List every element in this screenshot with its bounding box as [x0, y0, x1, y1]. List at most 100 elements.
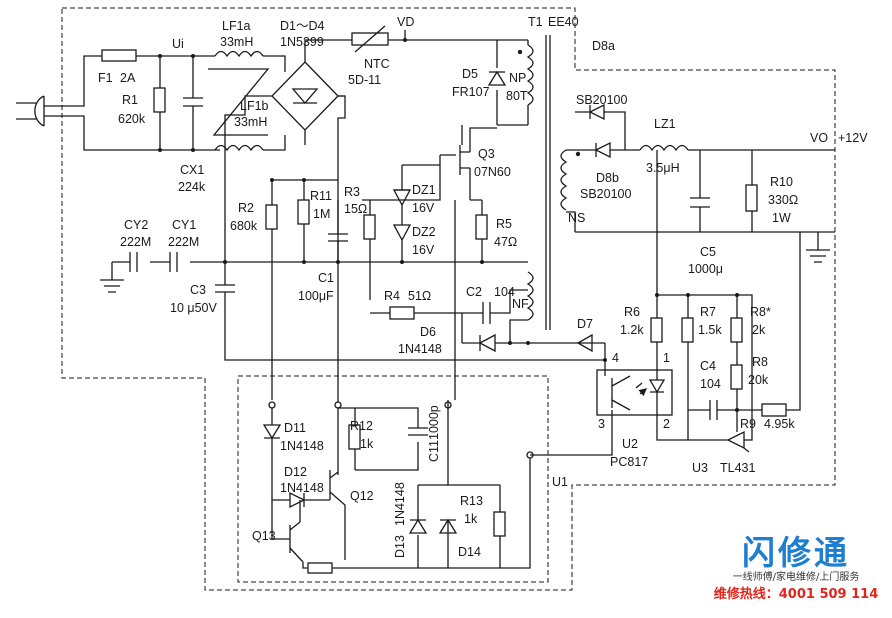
label-r2: R2: [238, 201, 254, 215]
watermark-subtitle: 一线师傅/家电维修/上门服务: [732, 572, 860, 583]
label-f1-value: 2A: [120, 71, 136, 85]
transistor-q12: [329, 470, 346, 560]
resistor-r11: [297, 199, 310, 225]
capacitor-cy2: [129, 252, 138, 272]
label-np: NP: [509, 71, 526, 85]
label-c1-value: 100μF: [298, 289, 334, 303]
label-pin1: 1: [663, 351, 670, 365]
resistor-r5: [475, 214, 488, 240]
resistor-r12: [348, 424, 361, 450]
label-dz2-value: 16V: [412, 243, 435, 257]
label-c11: C11: [427, 440, 441, 462]
label-cy1: CY1: [172, 218, 196, 232]
label-lz1: LZ1: [654, 117, 676, 131]
label-u3: U3: [692, 461, 708, 475]
u1-block-outline: [237, 375, 549, 583]
label-d1d4-value: 1N5399: [280, 35, 324, 49]
label-r4-value: 51Ω: [408, 289, 431, 303]
label-u1: U1: [552, 475, 568, 489]
label-r10-value: 330Ω: [768, 193, 798, 207]
label-c3-value: 10 μ50V: [170, 301, 217, 315]
resistor-r4: [389, 306, 415, 320]
capacitor-c3: [215, 262, 605, 361]
label-ee40: EE40: [548, 15, 579, 29]
capacitor-cx1: [183, 97, 203, 107]
ac-plug-icon: [16, 55, 220, 151]
resistor-r10: [745, 184, 758, 212]
label-d14: D14: [458, 545, 481, 559]
label-r7-value: 1.5k: [698, 323, 722, 337]
capacitor-c4: [688, 400, 760, 420]
diode-d8a: [575, 103, 626, 150]
label-u2: U2: [622, 437, 638, 451]
label-r3: R3: [344, 185, 360, 199]
label-c2: C2: [466, 285, 482, 299]
label-dz1-value: 16V: [412, 201, 435, 215]
resistor-r8: [730, 364, 743, 390]
label-d6-value: 1N4148: [398, 342, 442, 356]
label-q13: Q13: [252, 529, 276, 543]
label-ns: NS: [568, 211, 585, 225]
label-c2-value: 104: [494, 285, 515, 299]
inductor-lz1: [639, 144, 689, 152]
label-r9: R9: [740, 417, 756, 431]
diode-d11: [262, 424, 282, 440]
transistor-q13: [271, 500, 308, 569]
label-r6-value: 1.2k: [620, 323, 644, 337]
label-d12-value: 1N4148: [280, 481, 324, 495]
label-r5: R5: [496, 217, 512, 231]
label-r8: R8: [752, 355, 768, 369]
label-q3-value: 07N60: [474, 165, 511, 179]
label-r7: R7: [700, 305, 716, 319]
label-d5: D5: [462, 67, 478, 81]
label-d13-value: 1N4148: [393, 482, 407, 526]
label-nf: NF: [512, 297, 529, 311]
label-r2-value: 680k: [230, 219, 258, 233]
label-vo-value: +12V: [838, 131, 868, 145]
label-r8-value: 20k: [748, 373, 769, 387]
label-cy2: CY2: [124, 218, 148, 232]
capacitor-c5: [690, 150, 710, 232]
label-c5-value: 1000μ: [688, 262, 723, 276]
diode-d12: [289, 491, 330, 509]
diode-d14: [438, 518, 458, 534]
primary-block-outline: [61, 7, 836, 591]
resistor-r9: [761, 403, 787, 417]
label-c5: C5: [700, 245, 716, 259]
label-c3: C3: [190, 283, 206, 297]
label-r4: R4: [384, 289, 400, 303]
resistor-r6: [650, 317, 663, 343]
label-r13-value: 1k: [464, 512, 478, 526]
label-r8-star-value: 2k: [752, 323, 766, 337]
label-r8-star: R8*: [750, 305, 771, 319]
watermark: 闪修通 一线师傅/家电维修/上门服务 维修热线：4001 509 114: [706, 535, 886, 605]
label-c4: C4: [700, 359, 716, 373]
watermark-logo: 闪修通: [742, 533, 850, 572]
diode-d7: [576, 333, 593, 353]
label-r6: R6: [624, 305, 640, 319]
capacitor-c1: [328, 200, 348, 262]
label-d8b-value: SB20100: [580, 187, 631, 201]
resistor-bottom: [307, 562, 333, 574]
diode-d6: [462, 333, 605, 353]
label-c1: C1: [318, 271, 334, 285]
label-r1-value: 620k: [118, 112, 146, 126]
label-d7: D7: [577, 317, 593, 331]
label-cx1-value: 224k: [178, 180, 206, 194]
label-d11-value: 1N4148: [280, 439, 324, 453]
label-r3-value: 15Ω: [344, 202, 367, 216]
capacitor-c2: [482, 302, 491, 324]
zener-dz2: [392, 224, 412, 242]
label-d6: D6: [420, 325, 436, 339]
resistor-r7: [681, 317, 694, 343]
label-c11-value: 1000p: [427, 405, 441, 440]
capacitor-cy1: [169, 252, 178, 272]
label-lz1-value: 3.5μH: [646, 161, 680, 175]
label-cx1: CX1: [180, 163, 204, 177]
label-np-value: 80T: [506, 89, 528, 103]
zener-dz1: [392, 189, 412, 207]
label-r13: R13: [460, 494, 483, 508]
label-u3-value: TL431: [720, 461, 755, 475]
label-lf1a-value: 33mH: [220, 35, 253, 49]
